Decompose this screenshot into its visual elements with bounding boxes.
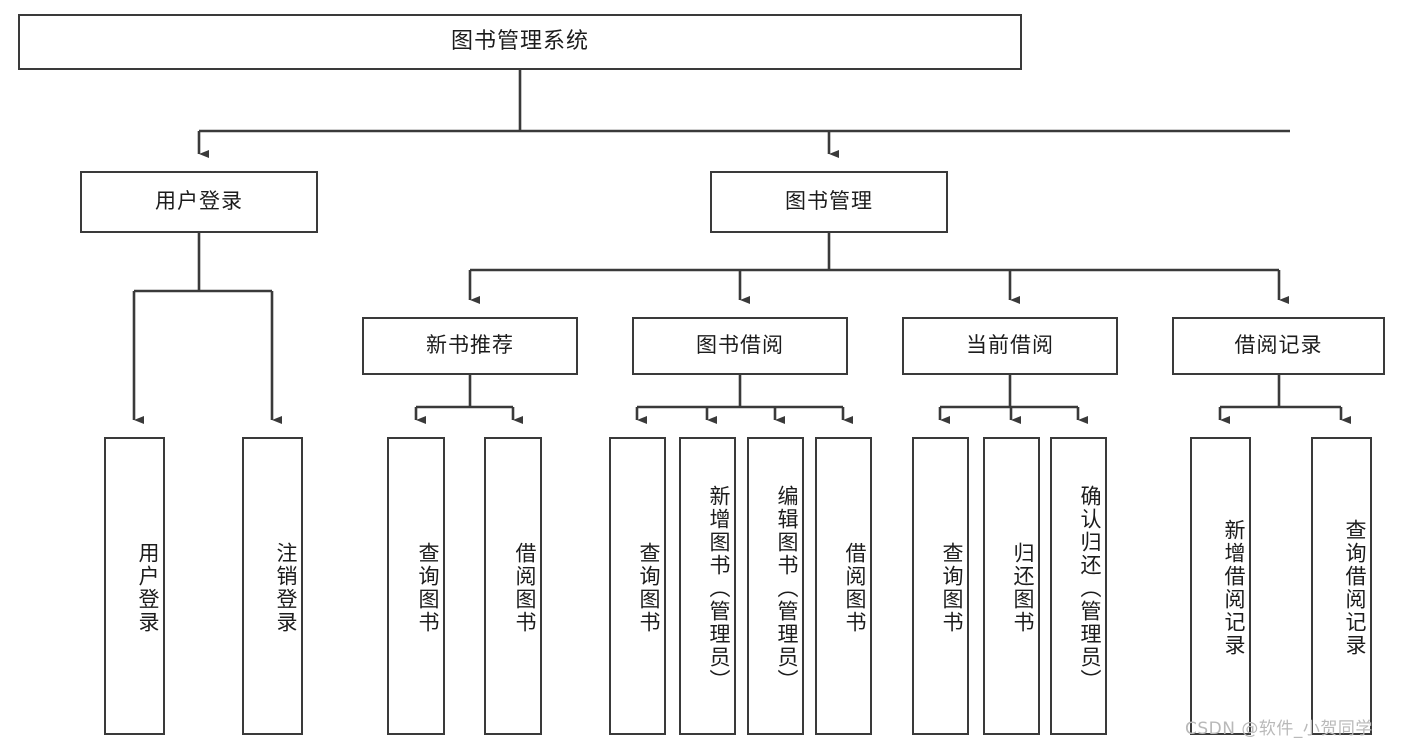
leaf-confirm-return-admin[interactable]: 确认归还（管理员）: [1050, 437, 1107, 735]
node-label: 图书管理: [785, 189, 873, 214]
leaf-borrow-book[interactable]: 借阅图书: [815, 437, 872, 735]
node-current-borrow[interactable]: 当前借阅: [902, 317, 1118, 375]
node-label: 借阅记录: [1234, 333, 1323, 358]
node-label: 确认归还（管理员）: [1078, 484, 1102, 692]
leaf-query-book-recommend[interactable]: 查询图书: [387, 437, 445, 735]
node-new-book-recommend[interactable]: 新书推荐: [362, 317, 578, 375]
node-book-management[interactable]: 图书管理: [710, 171, 948, 233]
leaf-borrow-book-recommend[interactable]: 借阅图书: [484, 437, 542, 735]
node-label: 当前借阅: [966, 333, 1054, 358]
node-book-borrow[interactable]: 图书借阅: [632, 317, 848, 375]
node-label: 用户登录: [155, 189, 243, 214]
node-label: 查询借阅记录: [1343, 519, 1367, 657]
node-label: 查询图书: [416, 542, 440, 634]
leaf-query-book-borrow[interactable]: 查询图书: [609, 437, 666, 735]
node-label: 新增借阅记录: [1222, 519, 1246, 657]
node-borrow-record[interactable]: 借阅记录: [1172, 317, 1385, 375]
leaf-query-borrow-record[interactable]: 查询借阅记录: [1311, 437, 1372, 735]
node-label: 借阅图书: [843, 542, 867, 634]
node-label: 图书借阅: [696, 333, 784, 358]
watermark: CSDN @软件_小贺同学: [1185, 719, 1373, 739]
leaf-add-book-admin[interactable]: 新增图书（管理员）: [679, 437, 736, 735]
node-label: 借阅图书: [513, 542, 537, 634]
node-label: 编辑图书（管理员）: [775, 484, 799, 692]
leaf-add-borrow-record[interactable]: 新增借阅记录: [1190, 437, 1251, 735]
node-user-login[interactable]: 用户登录: [80, 171, 318, 233]
node-label: 归还图书: [1011, 542, 1035, 634]
node-label: 图书管理系统: [450, 28, 589, 54]
node-label: 用户登录: [136, 542, 160, 634]
leaf-return-book[interactable]: 归还图书: [983, 437, 1040, 735]
node-label: 新书推荐: [426, 333, 514, 358]
node-label: 新增图书（管理员）: [707, 484, 731, 692]
node-label: 查询图书: [940, 542, 964, 634]
node-root-system[interactable]: 图书管理系统: [18, 14, 1022, 70]
node-label: 注销登录: [274, 542, 298, 634]
node-label: 查询图书: [637, 542, 661, 634]
leaf-edit-book-admin[interactable]: 编辑图书（管理员）: [747, 437, 804, 735]
leaf-user-login[interactable]: 用户登录: [104, 437, 165, 735]
leaf-logout-login[interactable]: 注销登录: [242, 437, 303, 735]
leaf-query-book-current[interactable]: 查询图书: [912, 437, 969, 735]
